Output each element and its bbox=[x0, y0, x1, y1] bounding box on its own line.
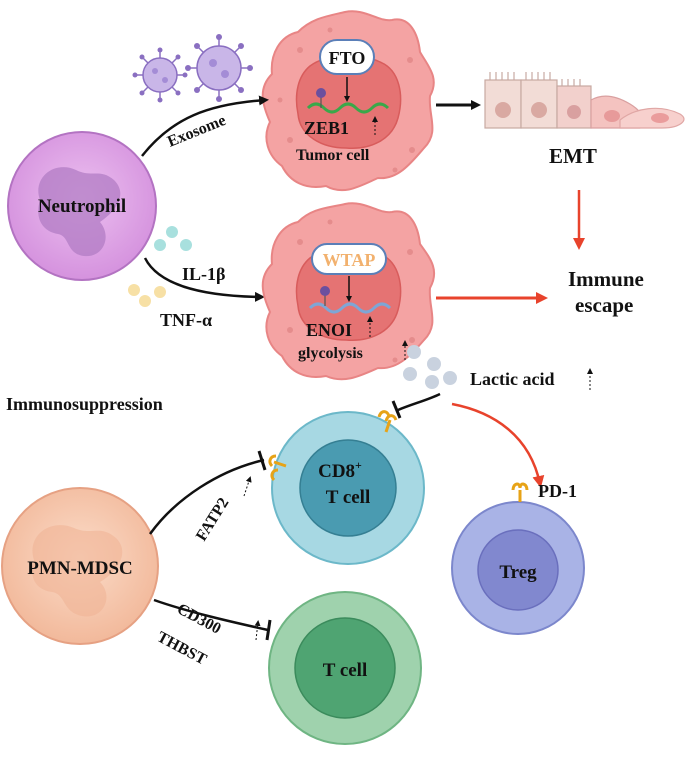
lactic-acid-molecules bbox=[403, 345, 457, 389]
immune-escape-label-2: escape bbox=[575, 293, 633, 317]
lactic-acid-label: Lactic acid bbox=[470, 369, 554, 389]
cd8-label: CD8+ bbox=[318, 458, 362, 482]
il1b-molecules bbox=[154, 226, 192, 251]
cd8-t-cell-label: T cell bbox=[326, 487, 371, 508]
treg-cell: Treg bbox=[451, 501, 585, 635]
thbst-label: THBST bbox=[154, 629, 209, 669]
tumor-cell-label: Tumor cell bbox=[296, 147, 370, 164]
m6a-mark-middle bbox=[320, 286, 330, 306]
mdsc-inhibit-tcell bbox=[153, 598, 269, 632]
exosome-particle-large bbox=[185, 34, 253, 102]
t-cell-label: T cell bbox=[323, 660, 368, 681]
cd8-receptor-left bbox=[268, 454, 287, 482]
cytokine-arrow bbox=[143, 257, 265, 302]
pd1-receptor bbox=[511, 482, 529, 502]
pd1-label: PD-1 bbox=[538, 481, 577, 501]
t-cell: T cell bbox=[268, 591, 422, 745]
eno1-label: ENOI bbox=[306, 320, 352, 340]
cd300-label: CD300 bbox=[174, 601, 224, 638]
mdsc-inhibit-tcell-bar bbox=[265, 619, 272, 641]
zeb1-mrna bbox=[306, 102, 390, 114]
lactic-acid-inhibit-bar bbox=[391, 400, 402, 419]
wtap-enzyme: WTAP bbox=[311, 243, 387, 275]
immunosuppression-label: Immunosuppression bbox=[6, 394, 163, 414]
cd8-t-cell: CD8+ T cell bbox=[271, 411, 425, 565]
fto-enzyme: FTO bbox=[319, 39, 375, 75]
exosome-particle-small bbox=[132, 47, 188, 103]
cd8-receptor-top bbox=[377, 410, 398, 433]
exosome-label: Exosome bbox=[165, 112, 228, 151]
emt-label: EMT bbox=[549, 144, 597, 168]
exosome-arrow bbox=[141, 95, 269, 157]
treg-label: Treg bbox=[499, 562, 537, 583]
immune-escape-label-1: Immune bbox=[568, 267, 644, 291]
emt-epithelium bbox=[484, 72, 685, 129]
mdsc-inhibit-cd8 bbox=[148, 458, 265, 535]
fatp2-label: FATP2 bbox=[193, 495, 233, 544]
eno1-mrna bbox=[308, 302, 392, 314]
lactic-acid-inhibit-cd8 bbox=[397, 392, 441, 412]
neutrophil-cell: Neutrophil bbox=[7, 131, 157, 281]
neutrophil-label: Neutrophil bbox=[38, 196, 126, 217]
wtap-label: WTAP bbox=[323, 250, 376, 270]
fto-label: FTO bbox=[329, 48, 366, 68]
pmn-mdsc-label: PMN-MDSC bbox=[27, 558, 133, 579]
tnfa-molecules bbox=[128, 284, 166, 307]
mdsc-inhibit-cd8-bar bbox=[257, 450, 267, 471]
m6a-mark-top bbox=[316, 88, 326, 108]
glycolysis-label: glycolysis bbox=[298, 345, 363, 362]
tnfa-label: TNF-α bbox=[160, 310, 212, 330]
il1b-label: IL-1β bbox=[182, 264, 226, 284]
lactic-acid-to-treg-arrow bbox=[451, 402, 545, 488]
cd300-up-arrow bbox=[254, 620, 261, 641]
zeb1-label: ZEB1 bbox=[304, 118, 349, 138]
fatp2-up-arrow bbox=[243, 476, 252, 497]
pmn-mdsc-cell: PMN-MDSC bbox=[1, 487, 159, 645]
